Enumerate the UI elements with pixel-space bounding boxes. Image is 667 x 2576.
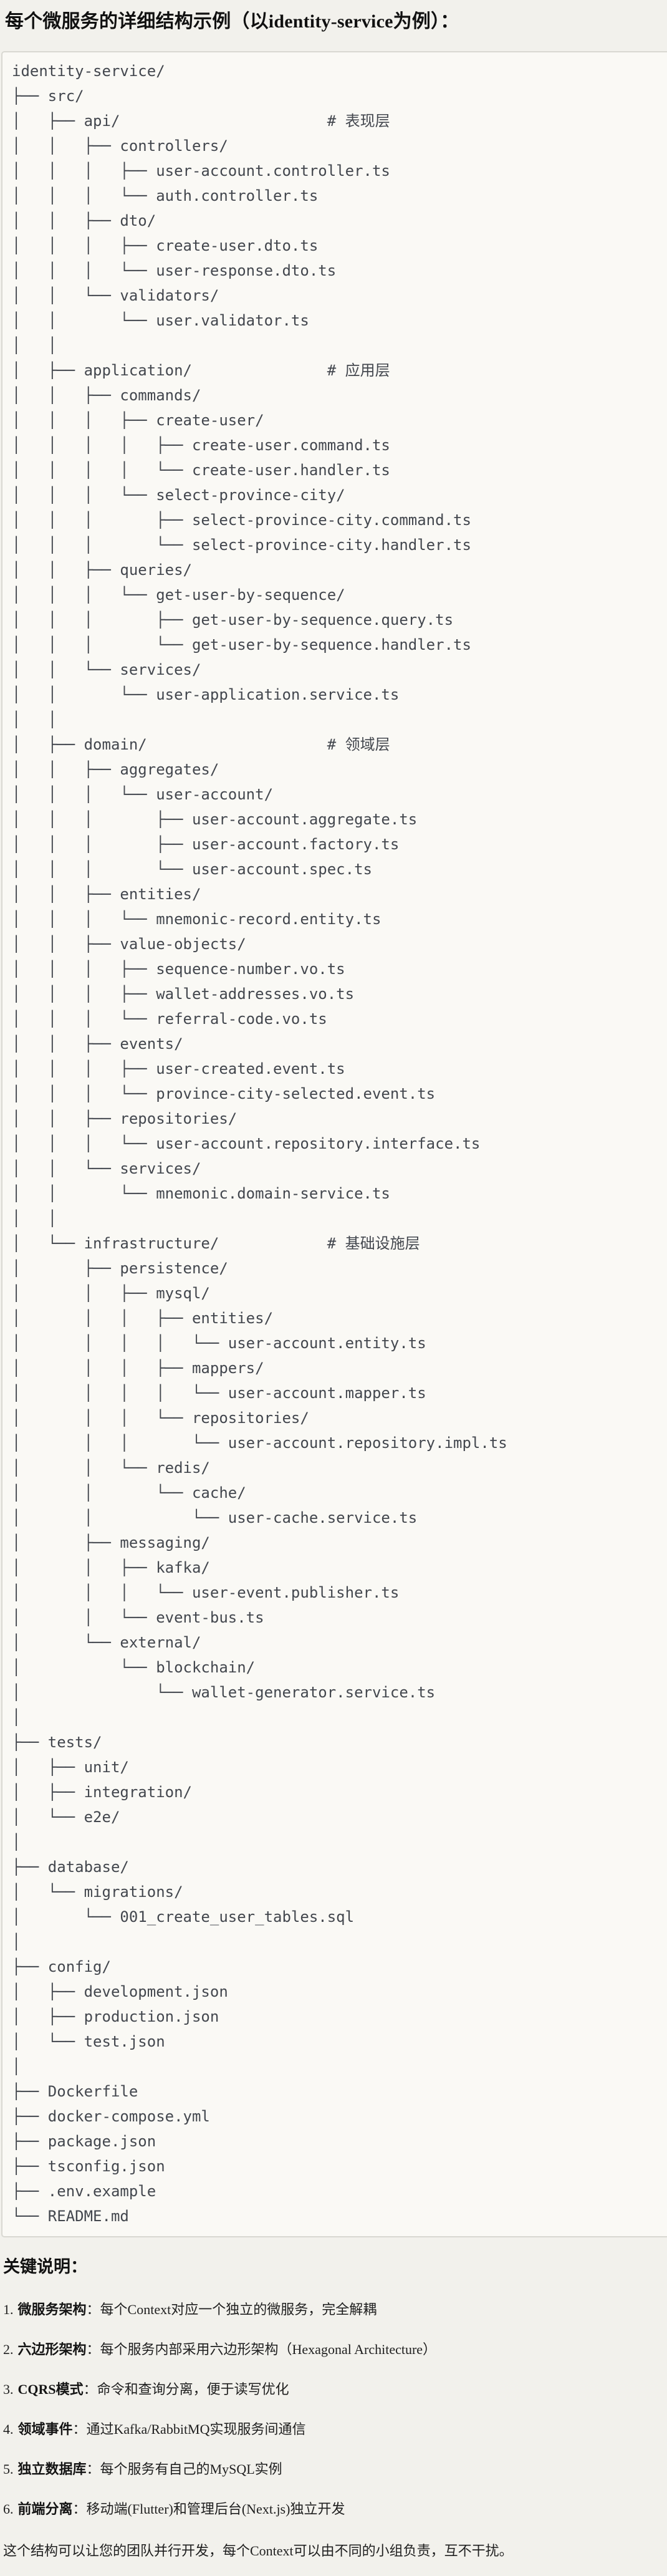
note-text: 命令和查询分离，便于读写优化 [97,2381,289,2397]
page-title: 每个微服务的详细结构示例（以identity-service为例）： [5,11,459,32]
note-label: 六边形架构 [17,2342,87,2357]
note-label: 独立数据库 [17,2461,87,2477]
note-separator: ： [72,2421,87,2437]
note-number: 1. [3,2302,14,2317]
note-separator: ： [72,2501,87,2517]
note-text: 通过Kafka/RabbitMQ实现服务间通信 [86,2421,306,2437]
note-label: CQRS模式 [17,2381,84,2397]
note-separator: ： [86,2342,100,2357]
note-text: 移动端(Flutter)和管理后台(Next.js)独立开发 [86,2501,345,2517]
note-label: 微服务架构 [17,2302,87,2317]
note-separator: ： [83,2381,97,2397]
note-item: 3.CQRS模式：命令和查询分离，便于读写优化 [3,2380,667,2398]
note-item: 5.独立数据库：每个服务有自己的MySQL实例 [3,2460,667,2478]
note-label: 领域事件 [17,2421,73,2437]
note-text: 每个服务有自己的MySQL实例 [100,2461,282,2477]
closing-paragraph: 这个结构可以让您的团队并行开发，每个Context可以由不同的小组负责，互不干扰… [3,2543,513,2559]
note-number: 4. [3,2421,14,2437]
note-item: 1.微服务架构：每个Context对应一个独立的微服务，完全解耦 [3,2300,667,2318]
note-label: 前端分离 [17,2501,73,2517]
note-number: 3. [3,2381,14,2397]
code-block: identity-service/ ├── src/ │ ├── api/ # … [1,51,667,2237]
notes-heading: 关键说明： [3,2257,87,2276]
directory-tree: identity-service/ ├── src/ │ ├── api/ # … [12,62,507,2225]
note-separator: ： [86,2302,100,2317]
note-item: 4.领域事件：通过Kafka/RabbitMQ实现服务间通信 [3,2420,667,2438]
note-item: 6.前端分离：移动端(Flutter)和管理后台(Next.js)独立开发 [3,2500,667,2518]
note-text: 每个Context对应一个独立的微服务，完全解耦 [100,2302,377,2317]
note-item: 2.六边形架构：每个服务内部采用六边形架构（Hexagonal Architec… [3,2340,667,2358]
note-number: 2. [3,2342,14,2357]
note-text: 每个服务内部采用六边形架构（Hexagonal Architecture） [100,2342,437,2357]
document-page: 每个微服务的详细结构示例（以identity-service为例）： ident… [0,9,667,2560]
note-number: 5. [3,2461,14,2477]
note-number: 6. [3,2501,14,2517]
note-separator: ： [86,2461,100,2477]
